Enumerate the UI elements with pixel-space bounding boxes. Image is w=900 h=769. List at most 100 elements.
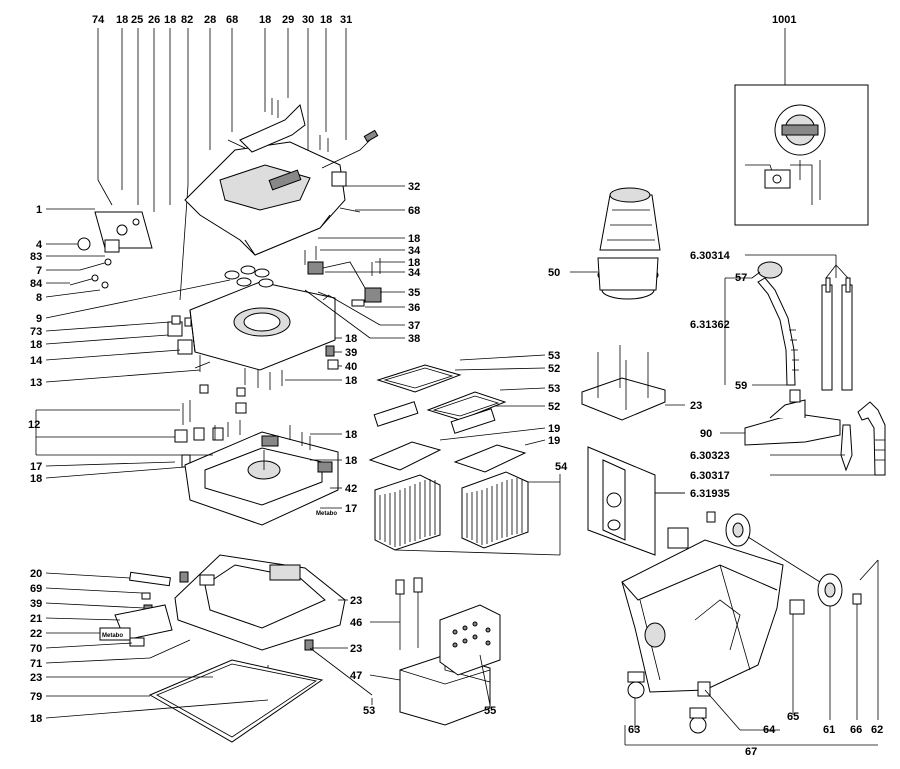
label-29: 29 (282, 14, 294, 26)
label-7: 7 (36, 265, 42, 277)
label-18: 18 (345, 429, 357, 441)
label-69: 69 (30, 583, 42, 595)
perforated-cage (439, 604, 501, 676)
label-32: 32 (408, 181, 420, 193)
filter-bag (587, 446, 656, 556)
label-68: 68 (226, 14, 238, 26)
electronic-module (307, 261, 382, 307)
label-62: 62 (871, 724, 883, 736)
label-83: 83 (30, 251, 42, 263)
label-18: 18 (164, 14, 176, 26)
label-28: 28 (204, 14, 216, 26)
label-30: 30 (302, 14, 314, 26)
label-53: 53 (363, 705, 375, 717)
label-9: 9 (36, 313, 42, 325)
label-4: 4 (36, 239, 43, 251)
label-23: 23 (350, 643, 362, 655)
mount-screws (199, 246, 381, 390)
upper-housing-cover (184, 141, 346, 256)
label-46: 46 (350, 617, 362, 629)
dirt-tray (399, 654, 491, 726)
middle-housing (184, 431, 339, 526)
label-84: 84 (30, 278, 43, 290)
label-22: 22 (30, 628, 42, 640)
small-brackets (167, 315, 211, 369)
small-parts-12 (174, 384, 247, 468)
tank-label-plate (789, 599, 805, 615)
label-17: 17 (30, 461, 42, 473)
label-18: 18 (345, 455, 357, 467)
top-screws (227, 95, 361, 213)
crevice-tool (840, 424, 853, 472)
label-79: 79 (30, 691, 42, 703)
top-leader-lines (97, 28, 347, 301)
label-57: 57 (735, 272, 747, 284)
label-36: 36 (408, 302, 420, 314)
left-leader-lines (35, 208, 269, 719)
label-18: 18 (30, 339, 42, 351)
label-37: 37 (408, 320, 420, 332)
label-40: 40 (345, 361, 357, 373)
part-labels: 74 18 25 26 18 82 28 68 18 29 30 18 31 1… (28, 14, 883, 758)
label-50: 50 (548, 267, 560, 279)
label-8: 8 (36, 292, 42, 304)
label-55: 55 (484, 705, 496, 717)
probe-rods (395, 577, 423, 650)
label-68: 68 (408, 205, 420, 217)
label-23: 23 (350, 595, 362, 607)
suction-hose (757, 261, 799, 386)
label-1001: 1001 (772, 14, 796, 26)
brand-mark-middle: Metabo (316, 511, 337, 517)
label-18: 18 (345, 333, 357, 345)
label-53: 53 (548, 350, 560, 362)
label-6-30314: 6.30314 (690, 250, 731, 262)
label-47: 47 (350, 670, 362, 682)
label-6-30323: 6.30323 (690, 450, 730, 462)
label-35: 35 (408, 287, 420, 299)
label-54: 54 (555, 461, 568, 473)
label-71: 71 (30, 658, 42, 670)
castor-wheels (627, 671, 707, 734)
label-13: 13 (30, 377, 42, 389)
label-1: 1 (36, 204, 42, 216)
label-73: 73 (30, 326, 42, 338)
label-14: 14 (30, 355, 43, 367)
label-19: 19 (548, 435, 560, 447)
label-18: 18 (259, 14, 271, 26)
label-67: 67 (745, 746, 757, 758)
middle-screws (214, 420, 311, 450)
center-right-leader-lines (285, 185, 405, 649)
label-20: 20 (30, 568, 42, 580)
label-6-30317: 6.30317 (690, 470, 730, 482)
label-74: 74 (92, 14, 105, 26)
accessory-leader-lines (655, 28, 880, 494)
label-61: 61 (823, 724, 835, 736)
label-70: 70 (30, 643, 42, 655)
label-59: 59 (735, 380, 747, 392)
label-17: 17 (345, 503, 357, 515)
tank-clip (667, 527, 689, 549)
label-21: 21 (30, 613, 42, 625)
label-90: 90 (700, 428, 712, 440)
small-bolts (69, 258, 112, 289)
brand-mark-lower: Metabo (102, 633, 123, 639)
label-18: 18 (30, 713, 42, 725)
lower-housing (174, 554, 346, 651)
label-63: 63 (628, 724, 640, 736)
label-25: 25 (131, 14, 143, 26)
label-53: 53 (548, 383, 560, 395)
label-23: 23 (690, 400, 702, 412)
label-52: 52 (548, 363, 560, 375)
label-31: 31 (340, 14, 352, 26)
label-66: 66 (850, 724, 862, 736)
label-12: 12 (28, 419, 40, 431)
label-34: 34 (408, 267, 421, 279)
label-plate (331, 171, 347, 187)
label-52: 52 (548, 401, 560, 413)
washers (224, 265, 274, 288)
label-18: 18 (408, 233, 420, 245)
switch-panel (94, 211, 153, 249)
label-18: 18 (116, 14, 128, 26)
carry-handle (239, 104, 306, 153)
